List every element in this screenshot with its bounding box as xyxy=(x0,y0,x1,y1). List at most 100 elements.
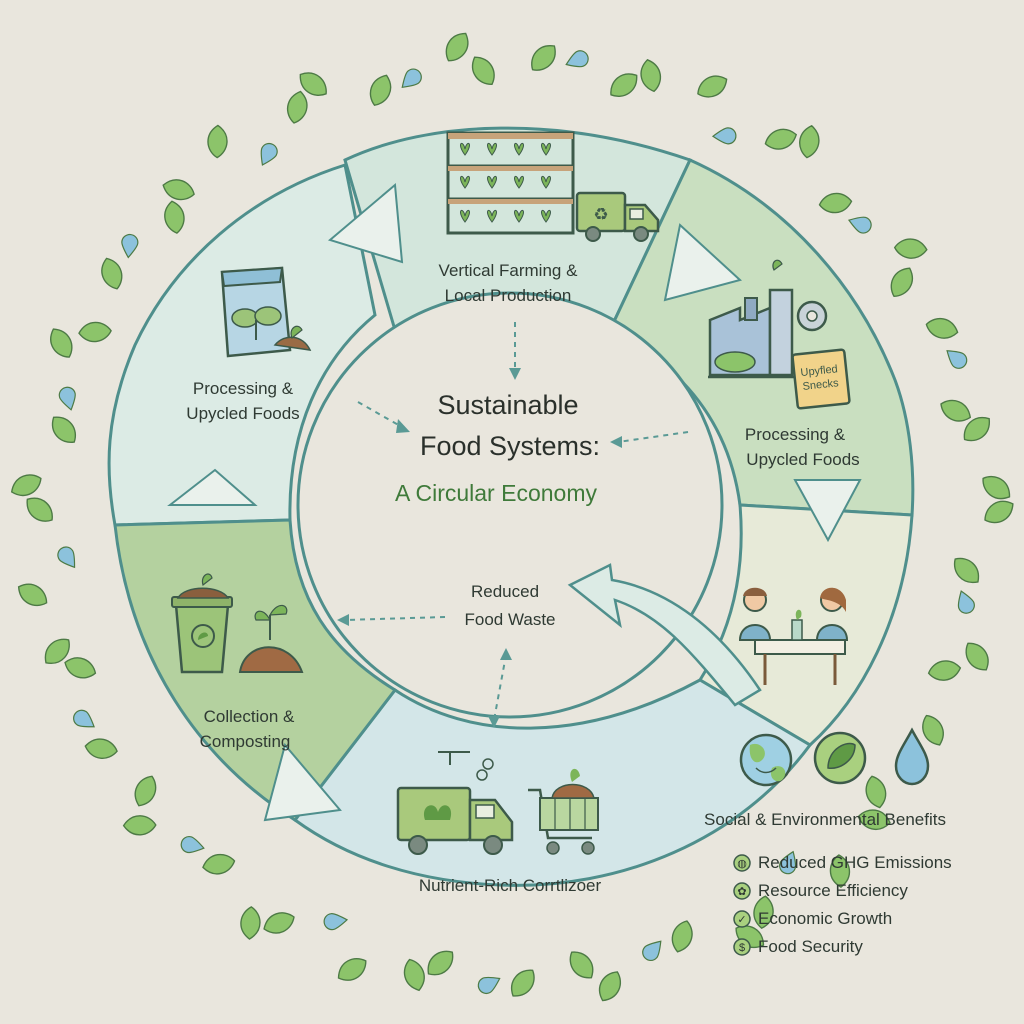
water-drop-icon xyxy=(54,543,82,573)
label-left-line1: Processing & xyxy=(193,379,294,398)
title-subtitle: A Circular Economy xyxy=(395,480,597,506)
leaf-icon xyxy=(976,469,1016,506)
delivery-truck-icon: ♻ xyxy=(575,191,660,242)
benefit-item: ✓ Economic Growth xyxy=(733,909,892,928)
sprout-icon xyxy=(541,142,551,156)
sprout-icon xyxy=(460,142,470,156)
arrow-right xyxy=(793,479,862,543)
leaf-icon xyxy=(917,710,950,750)
factory-icon xyxy=(708,259,828,379)
sprout-icon xyxy=(514,142,524,156)
water-drop-icon xyxy=(845,211,874,236)
leaf-icon xyxy=(284,88,311,126)
water-drop-icon xyxy=(953,587,978,617)
leaf-icon xyxy=(364,71,397,110)
dining-people-icon xyxy=(738,587,849,685)
coin-icon xyxy=(733,938,751,956)
ring xyxy=(107,126,915,887)
label-center-line2: Food Waste xyxy=(464,610,555,629)
vertical-farm-icon xyxy=(446,131,575,235)
benefit-item: ✿Resource Efficiency xyxy=(733,881,908,900)
title-line2: Food Systems: xyxy=(420,431,600,461)
water-drop-icon xyxy=(941,343,971,373)
leaf-icon xyxy=(637,57,665,94)
leaf-icon xyxy=(923,314,961,343)
water-drop-icon xyxy=(712,127,737,145)
leaf-icon xyxy=(13,577,53,612)
benefit-label: Reduced GHG Emissions xyxy=(758,853,952,872)
globe-icon-glyph: ◍ xyxy=(737,858,747,870)
package-label-line2: Snecks xyxy=(802,377,840,393)
leaf-icon xyxy=(77,320,113,344)
leaf-icon xyxy=(862,773,890,811)
leaf-icon xyxy=(979,494,1019,529)
label-composting-line2: Composting xyxy=(200,732,291,751)
sprout-icon xyxy=(541,175,551,189)
benefit-icons xyxy=(739,727,930,787)
leaf-icon xyxy=(817,191,854,215)
compost-bin-icon xyxy=(171,573,304,674)
leaf-icon xyxy=(733,882,751,900)
benefit-label: Food Security xyxy=(758,937,863,956)
leaf-icon xyxy=(259,907,299,939)
package-label-line1: Upyfled xyxy=(800,363,838,379)
arrow-top-left xyxy=(327,182,404,264)
benefit-label: Economic Growth xyxy=(758,909,892,928)
water-drop-icon xyxy=(396,65,426,94)
leaf-icon xyxy=(61,652,100,683)
sprout-icon xyxy=(514,209,524,223)
water-drop-icon xyxy=(638,935,668,965)
dashed-connectors xyxy=(344,322,689,721)
water-drop-icon xyxy=(562,47,592,73)
leaf-icon xyxy=(504,963,541,1003)
leaf-icon xyxy=(593,966,627,1006)
leaf-icon xyxy=(161,199,187,236)
leaf-icon xyxy=(159,175,198,205)
leaf-icon xyxy=(761,124,800,154)
leaf-icon xyxy=(959,637,995,676)
leaf-icon xyxy=(465,51,501,91)
leaf-icon xyxy=(45,410,83,449)
arrow-bottom-left xyxy=(263,742,342,822)
label-center-line1: Reduced xyxy=(471,582,539,601)
shopping-cart-icon xyxy=(528,768,599,855)
water-drop-icon xyxy=(119,233,140,259)
globe-icon xyxy=(739,733,793,787)
water-drop-icon xyxy=(474,970,504,997)
seed-bag-icon xyxy=(220,266,312,358)
leaf-icon xyxy=(926,657,963,684)
leaf-icon xyxy=(206,124,229,159)
leaf-icon xyxy=(885,262,919,302)
leaf-icon xyxy=(604,67,644,104)
label-right-line2: Upycled Foods xyxy=(746,450,859,469)
title-line1: Sustainable xyxy=(437,390,578,420)
arrow-left xyxy=(167,468,258,506)
globe-icon xyxy=(733,854,751,872)
leaf-icon xyxy=(332,952,372,987)
benefit-item: $Food Security xyxy=(733,937,863,956)
water-drop-icon xyxy=(254,140,281,170)
sprout-icon xyxy=(487,175,497,189)
sprout-icon xyxy=(514,175,524,189)
leaf-circle-icon xyxy=(813,731,867,785)
leaf-icon xyxy=(563,945,600,985)
leaf-icon xyxy=(83,736,120,762)
leaf-icon xyxy=(7,469,46,502)
truck-recycle-mark: ♻ xyxy=(593,205,608,224)
upcycled-snack-package-icon: Upyfled Snecks xyxy=(791,348,851,410)
leaf-icon xyxy=(947,551,986,590)
benefits-heading: Social & Environmental Benefits xyxy=(704,810,946,829)
leaf-icon xyxy=(936,394,975,427)
leaf-icon xyxy=(96,254,127,293)
water-drop-icon xyxy=(178,834,207,857)
leaf-icon xyxy=(439,27,475,67)
leaf-icon xyxy=(421,944,460,982)
leaf-icon xyxy=(524,38,563,77)
sprout-icon xyxy=(460,175,470,189)
check-icon-glyph: ✓ xyxy=(737,914,746,926)
benefit-label: Resource Efficiency xyxy=(758,881,908,900)
return-arrow xyxy=(567,563,762,707)
label-right-line1: Processing & xyxy=(745,425,846,444)
sprout-icon xyxy=(460,209,470,223)
